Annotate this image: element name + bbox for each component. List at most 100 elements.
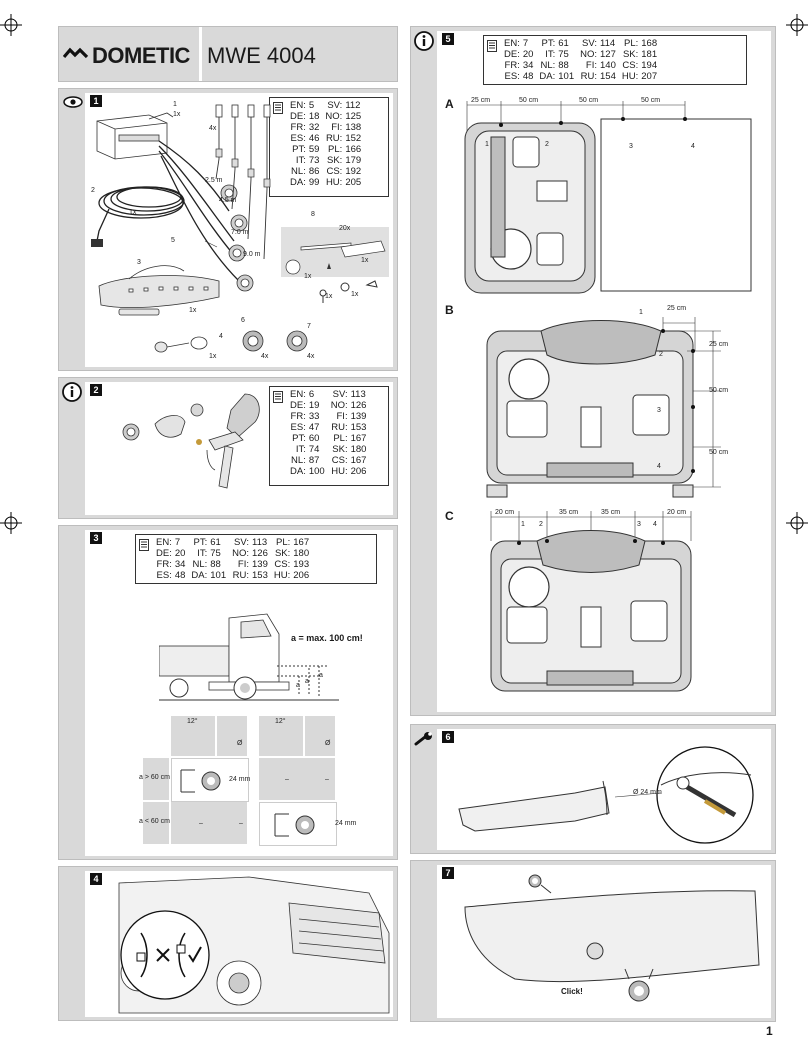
language-code: EN:	[290, 389, 306, 400]
page-ref: 194	[641, 60, 658, 71]
page-ref: 6	[308, 389, 315, 400]
language-code: PT:	[292, 144, 306, 155]
page-ref: 152	[345, 133, 362, 144]
language-code: CS:	[331, 455, 348, 466]
model-name: MWE 4004	[207, 43, 316, 68]
sensor-4-label: 4	[657, 463, 661, 470]
height-label-a: a	[296, 682, 300, 689]
dash: –	[285, 776, 289, 783]
row-label: a < 60 cm	[139, 818, 170, 825]
page-ref: 61	[210, 537, 221, 548]
document-icon	[487, 40, 497, 52]
sensor-2-label: 2	[545, 141, 549, 148]
page-ref: 101	[558, 71, 575, 82]
step-number: 7	[442, 867, 454, 879]
angle-label: 12°	[187, 718, 198, 725]
language-code: PL:	[328, 144, 343, 155]
language-code: IT:	[295, 155, 306, 166]
language-code: NL:	[291, 166, 306, 177]
angle-label: 12°	[275, 718, 286, 725]
page-ref: 113	[350, 389, 366, 400]
dimension-label: 50 cm	[519, 97, 539, 104]
page-ref: 192	[345, 166, 362, 177]
page-ref: 179	[345, 155, 362, 166]
registration-mark-icon	[786, 14, 808, 36]
sensor-3-label: 3	[629, 143, 633, 150]
dimension-label: 50 cm	[579, 97, 599, 104]
callout-8: 8	[311, 211, 315, 218]
qty-7: 4x	[307, 353, 315, 360]
language-code: RU:	[325, 133, 343, 144]
cable-length-2: 4.5 m	[219, 197, 237, 204]
language-code: HU:	[621, 71, 639, 82]
language-code: PL:	[275, 537, 291, 548]
dimension-label: 25 cm	[667, 305, 687, 312]
sensor-3-label: 3	[657, 407, 661, 414]
callout-3: 3	[137, 259, 141, 266]
page-ref: 166	[345, 144, 362, 155]
page-ref: 19	[308, 400, 320, 411]
document-icon	[273, 391, 283, 403]
page-ref: 126	[252, 548, 268, 559]
control-unit-illustration	[91, 112, 254, 353]
page-ref: 113	[252, 537, 268, 548]
callout-2: 2	[91, 187, 95, 194]
diameter-label: Ø	[325, 740, 331, 747]
language-code: NL:	[540, 60, 556, 71]
callout-6: 6	[241, 317, 245, 324]
qty-2: 1x	[129, 209, 137, 216]
qty-1: 1x	[173, 111, 181, 118]
sensor-holder-icon	[274, 813, 315, 837]
language-code: PT:	[292, 433, 306, 444]
section-6: 6 Ø 24 mm	[410, 724, 776, 854]
page-ref: 180	[350, 444, 367, 455]
page-ref: 167	[350, 433, 367, 444]
language-code: EN:	[290, 100, 306, 111]
sensor-1-label: 1	[485, 141, 489, 148]
section-7: 7 Click!	[410, 860, 776, 1022]
hole-diameter-label: Ø 24 mm	[633, 789, 662, 796]
language-code: PT:	[193, 537, 208, 548]
qty-8c: 1x	[304, 273, 312, 280]
click-label: Click!	[561, 987, 583, 996]
page-ref: 34	[174, 559, 186, 570]
language-code: SV:	[582, 38, 598, 49]
sensor-cables-illustration	[215, 104, 271, 260]
page-ref: 87	[308, 455, 320, 466]
page-ref: 46	[308, 133, 320, 144]
page-ref: 59	[308, 144, 320, 155]
sensor-1-label: 1	[521, 521, 525, 528]
dometic-logo-icon	[63, 47, 89, 59]
height-label-a: a	[319, 672, 323, 679]
page-ref: 154	[600, 71, 616, 82]
language-code: PL:	[623, 38, 639, 49]
clip-holders-illustration	[242, 330, 308, 352]
sensor-4-label: 4	[653, 521, 657, 528]
page-ref: 20	[174, 548, 186, 559]
registration-mark-icon	[786, 512, 808, 534]
page-ref: 20	[522, 49, 534, 60]
dimension-label: 25 cm	[471, 97, 491, 104]
step-number: 6	[442, 731, 454, 743]
eye-icon	[63, 96, 83, 108]
page-number: 1	[766, 1024, 773, 1038]
language-code: HU:	[273, 570, 291, 581]
language-code: PL:	[333, 433, 348, 444]
page-ref: 206	[293, 570, 310, 581]
language-code: FR:	[504, 60, 520, 71]
step-number: 2	[90, 384, 102, 396]
page-ref: 73	[308, 155, 320, 166]
page-ref: 75	[558, 49, 569, 60]
language-code: DA:	[290, 466, 306, 477]
language-code: NO:	[330, 400, 348, 411]
page-ref: 5	[308, 100, 315, 111]
page-ref: 18	[308, 111, 320, 122]
qty-sensors: 4x	[209, 125, 217, 132]
page-ref: 48	[522, 71, 534, 82]
truck-side-illustration	[159, 613, 339, 701]
language-code: ES:	[290, 422, 306, 433]
diagram-label-a: A	[445, 97, 454, 111]
